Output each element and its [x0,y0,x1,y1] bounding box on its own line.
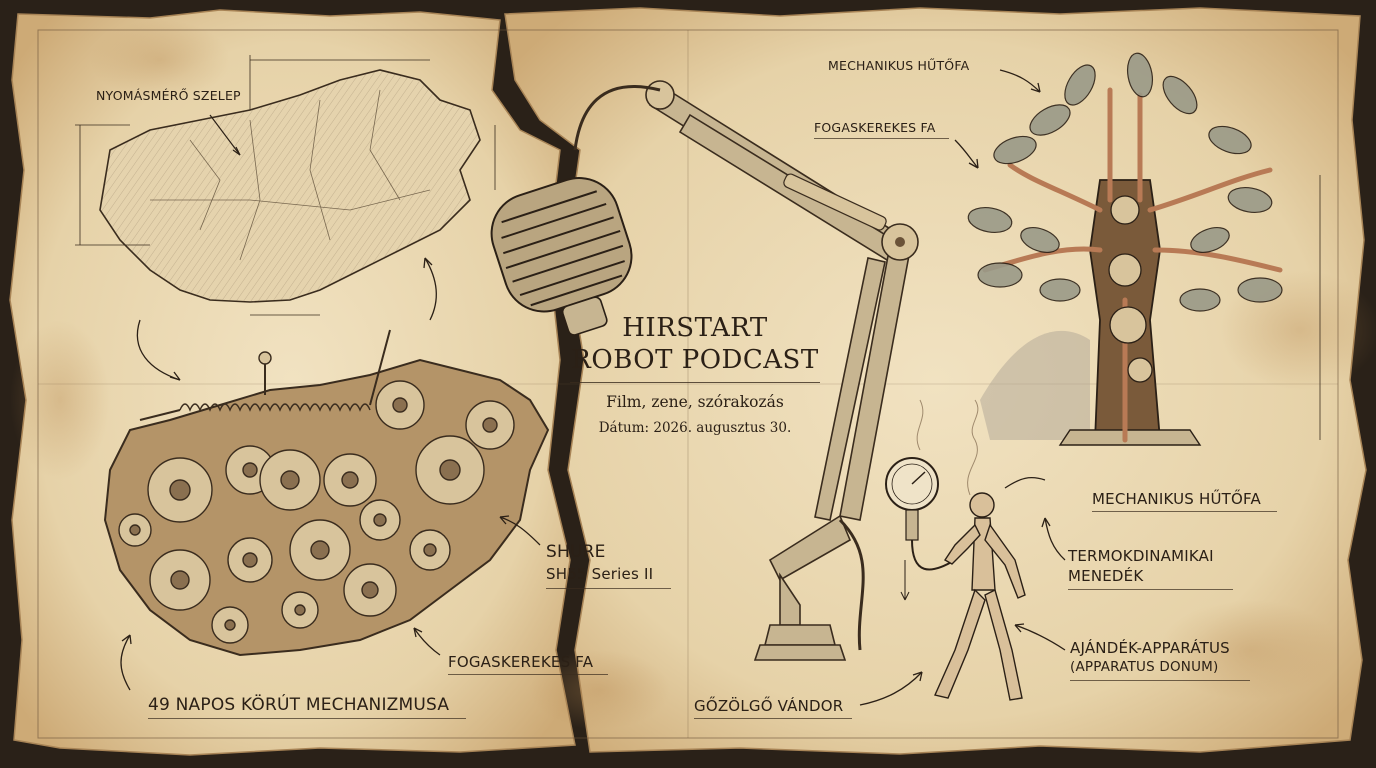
podcast-title-line1: HIRSTART [622,313,768,343]
label-fogaskerekes-fa-bottom: FOGASKEREKES FA [448,653,608,675]
gear-hungary-map-icon [103,329,550,657]
label-mechanikus-hutofa-top: MECHANIKUS HŰTŐFA [828,58,970,73]
vintage-microphone-icon [490,80,919,661]
podcast-title-block: HIRSTART ROBOT PODCAST Film, zene, szóra… [560,312,830,439]
label-gozolgo-vandor: GŐZÖLGŐ VÁNDOR [694,697,852,719]
podcast-date: Dátum: 2026. augusztus 30. [598,420,792,436]
podcast-title-line2: ROBOT PODCAST [571,345,819,375]
title-divider [570,382,820,383]
label-mechanikus-hutofa-right: MECHANIKUS HŰTŐFA [1092,490,1277,512]
label-nyomasmero-szelep: NYOMÁSMÉRŐ SZELEP [96,88,241,103]
label-shure-mic: SHURE SH55 Series II [546,541,671,589]
mechanical-tree-icon [967,52,1321,446]
pressure-gauge-figure-icon [885,399,1026,701]
label-termokdinamikai-menedek: TERMOKDINAMIKAI MENEDÉK [1068,546,1233,590]
podcast-subtitle: Film, zene, szórakozás [606,393,784,411]
label-fogaskerekes-fa-top: FOGASKEREKES FA [814,120,949,139]
hungary-map-sketch-icon [75,55,496,316]
label-49-napos-korut: 49 NAPOS KÖRÚT MECHANIZMUSA [148,695,466,719]
label-ajandek-apparatus: AJÁNDÉK-APPARÁTUS (APPARATUS DONUM) [1070,639,1250,681]
